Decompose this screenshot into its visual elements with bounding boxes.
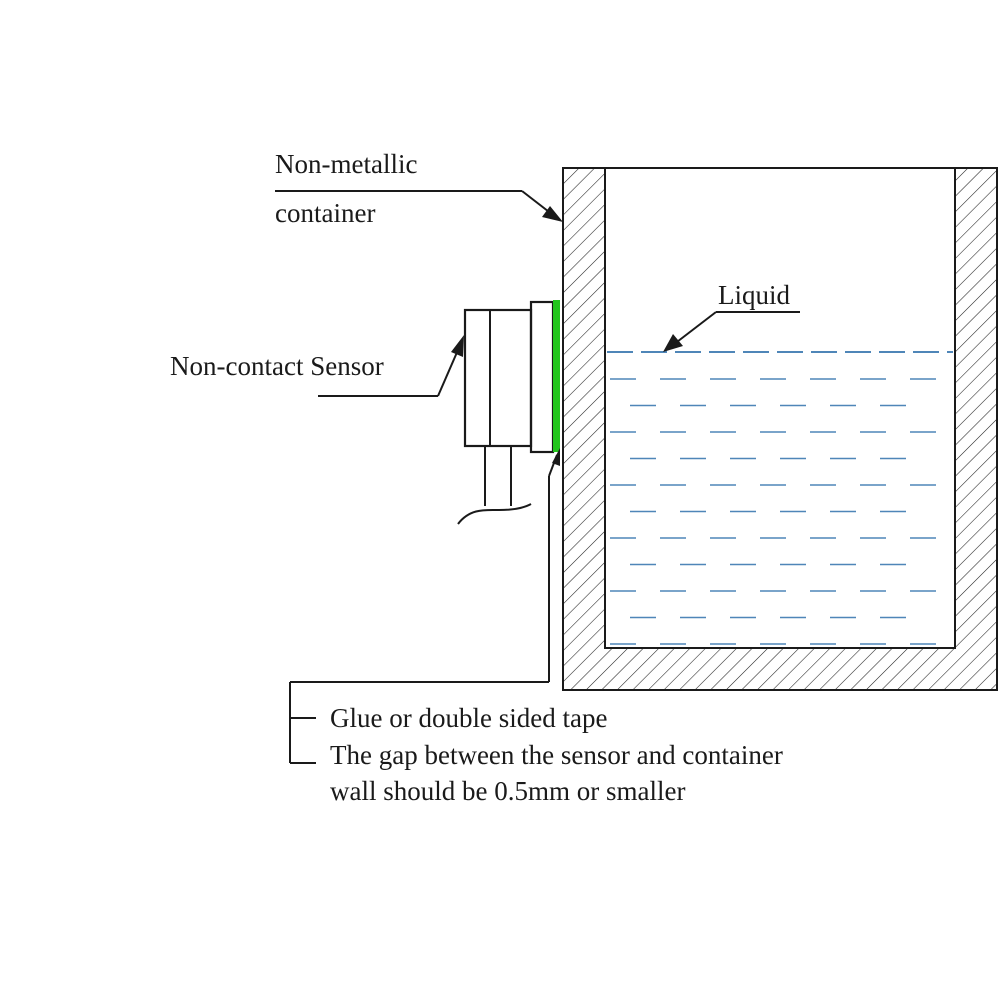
glue-callout: Glue or double sided tape The gap betwee… [289, 448, 783, 806]
sensor [457, 300, 560, 525]
liquid-callout: Liquid [663, 280, 800, 352]
sensor-body [463, 308, 533, 448]
sensor-cable-curve [457, 503, 532, 525]
liquid-leader-diagonal [672, 311, 717, 346]
glue-tape [553, 300, 560, 452]
container [562, 167, 998, 691]
liquid-arrowhead [663, 334, 683, 352]
container-arrowhead [542, 206, 563, 222]
gap-note-line1: The gap between the sensor and container [330, 740, 783, 770]
glue-label: Glue or double sided tape [330, 703, 607, 733]
sensor-arrowhead [451, 335, 464, 357]
liquid-label: Liquid [718, 280, 790, 310]
gap-note-line2: wall should be 0.5mm or smaller [330, 776, 685, 806]
sensor-face [529, 300, 555, 454]
container-walls [562, 167, 998, 691]
glue-arrowhead [552, 448, 560, 466]
sensor-leader-diagonal [437, 349, 459, 397]
container-callout: Non-metallic container [275, 149, 563, 228]
container-label-line1: Non-metallic [275, 149, 417, 179]
container-label-line2: container [275, 198, 375, 228]
sensor-callout: Non-contact Sensor [170, 335, 464, 397]
liquid [607, 351, 953, 645]
sensor-label: Non-contact Sensor [170, 351, 384, 381]
